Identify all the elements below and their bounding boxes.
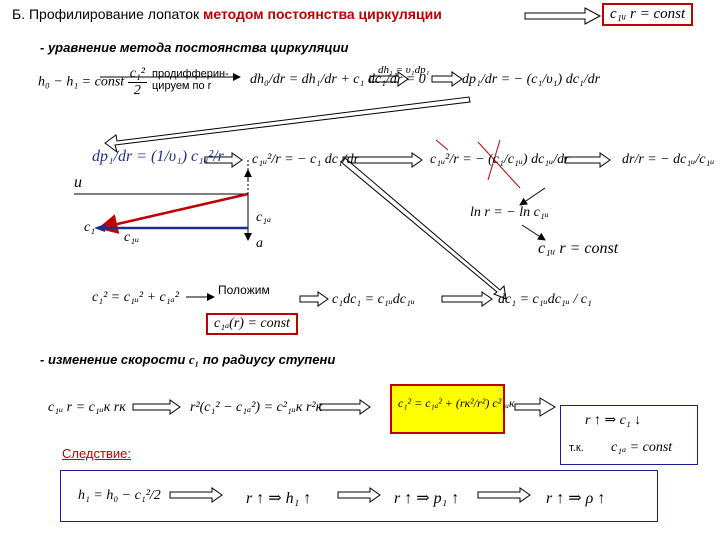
assume-note: Положим [218,283,270,297]
assume-equation: c₁ₐ(r) = const [214,316,290,331]
row6-arrow-b [319,399,371,415]
energy-left: h₀ − h₁ = const [38,74,125,90]
velocity-change-prefix: - изменение скорости [40,352,186,367]
const-arrow [521,224,546,241]
pressure-relation: dp₁/dr = − (c₁/υ₁) dc₁/dr [462,72,601,87]
title-highlight: методом постоянства циркуляции [203,6,442,22]
result-box-text: c₁ᵤ r = const [610,6,686,22]
radial-eq-rhs: (1/υ₁) c₁ᵤ²/r [151,148,224,165]
energy-frac-num: c₁² [127,66,147,83]
consequence-box [60,470,658,522]
velocity-change-box: r ↑ ⇒ c₁ ↓ т.к. c₁ₐ = const [560,405,698,465]
row2-arrow-a [204,152,243,168]
result-box: c₁ᵤ r = const [602,3,694,26]
title-arrow [524,7,602,25]
cons-arrow-2 [337,487,381,503]
since-note: т.к. [569,442,584,454]
consequence-label: Следствие: [62,446,131,461]
h-up: r ↑ ⇒ h₁ ↑ [246,490,312,507]
ln-arrow [519,187,546,206]
diagonal-arrow-2 [340,157,507,300]
label-c1: c₁ [84,220,96,235]
cons-arrow-3 [477,487,531,503]
yellow-result: c₁² = c₁ₐ² + (rк²/r²) c²₁ᵤк [398,396,515,410]
title-prefix: Б. Профилирование лопаток [12,6,204,22]
r-up-c1-down: r ↑ ⇒ c₁ ↓ [585,413,642,428]
velocity-change-var: c₁ [188,352,200,367]
label-u: u [74,174,82,191]
energy-equation: h₀ − h₁ = const c₁² 2 [38,66,147,99]
row2-arrow-b [342,152,423,168]
dh-note: dh₁ = υ₁dp₁ [378,64,430,76]
method-equation-heading: - уравнение метода постоянства циркуляци… [40,40,349,55]
strike-lines [435,139,521,189]
row4-arrow-c [441,291,493,307]
const-equation: c₁ᵤ r = const [538,240,619,257]
expression-equation: r²(c₁² − c₁ₐ²) = c²₁ᵤк r²к [190,400,323,415]
velocity-change-heading: - изменение скорости c₁ по радиусу ступе… [40,352,335,368]
ca-const: c₁ₐ = const [611,440,673,455]
label-c1u: c₁ᵤ [124,230,140,245]
velocity-change-suffix: по радиусу ступени [202,352,336,367]
p-up: r ↑ ⇒ p₁ ↑ [394,490,460,507]
radial-eq-lhs: dp₁/dr = [92,148,148,165]
yellow-result-box: c₁² = c₁ₐ² + (rк²/r²) c²₁ᵤк [390,384,515,434]
energy-frac: c₁² 2 [127,66,147,99]
label-c1a: c₁ₐ [256,210,272,225]
row2-arrow-c [564,152,611,168]
slide-title: Б. Профилирование лопаток методом постоя… [12,6,442,22]
row4-arrow-b [299,291,329,307]
result2-equation: c₁ᵤ²/r = − (c₁/c₁ᵤ) dc₁ᵤ/dr [430,152,570,167]
rho-up: r ↑ ⇒ ρ ↑ [546,490,606,507]
diff-relation: c₁dc₁ = c₁ᵤdc₁ᵤ [332,292,415,307]
velocity-sum-equation: c₁² = c₁ᵤ² + c₁ₐ² [92,290,179,305]
dc1-equation: dc₁ = c₁ᵤdc₁ᵤ / c₁ [498,292,592,307]
result1-equation: c₁ᵤ²/r = − c₁ dc₁/dr [252,152,360,167]
cons-arrow-1 [169,487,223,503]
row6-arrow-a [132,399,181,415]
tip-equation: c₁ᵤ r = c₁ᵤк rк [48,400,126,415]
label-a: a [256,236,263,251]
differentiate-note: продифферин- цируем по r [152,68,229,92]
row6-arrow-c [514,397,556,417]
assume-box: c₁ₐ(r) = const [206,313,298,335]
derivative-equation: dh₀/dr = dh₁/dr + c₁ dc₁/dr = 0 [250,72,426,87]
diagonal-arrow [104,96,471,154]
energy-frac-den: 2 [133,83,141,98]
result3-equation: dr/r = − dc₁ᵤ/c₁ᵤ [622,152,715,167]
log-equation: ln r = − ln c₁ᵤ [470,205,549,220]
row1-arrows [100,71,463,87]
enthalpy-equation: h₁ = h₀ − c₁²/2 [78,488,161,503]
velocity-triangle [74,160,252,241]
radial-equilibrium: dp₁/dr = (1/υ₁) c₁ᵤ²/r [92,148,224,166]
